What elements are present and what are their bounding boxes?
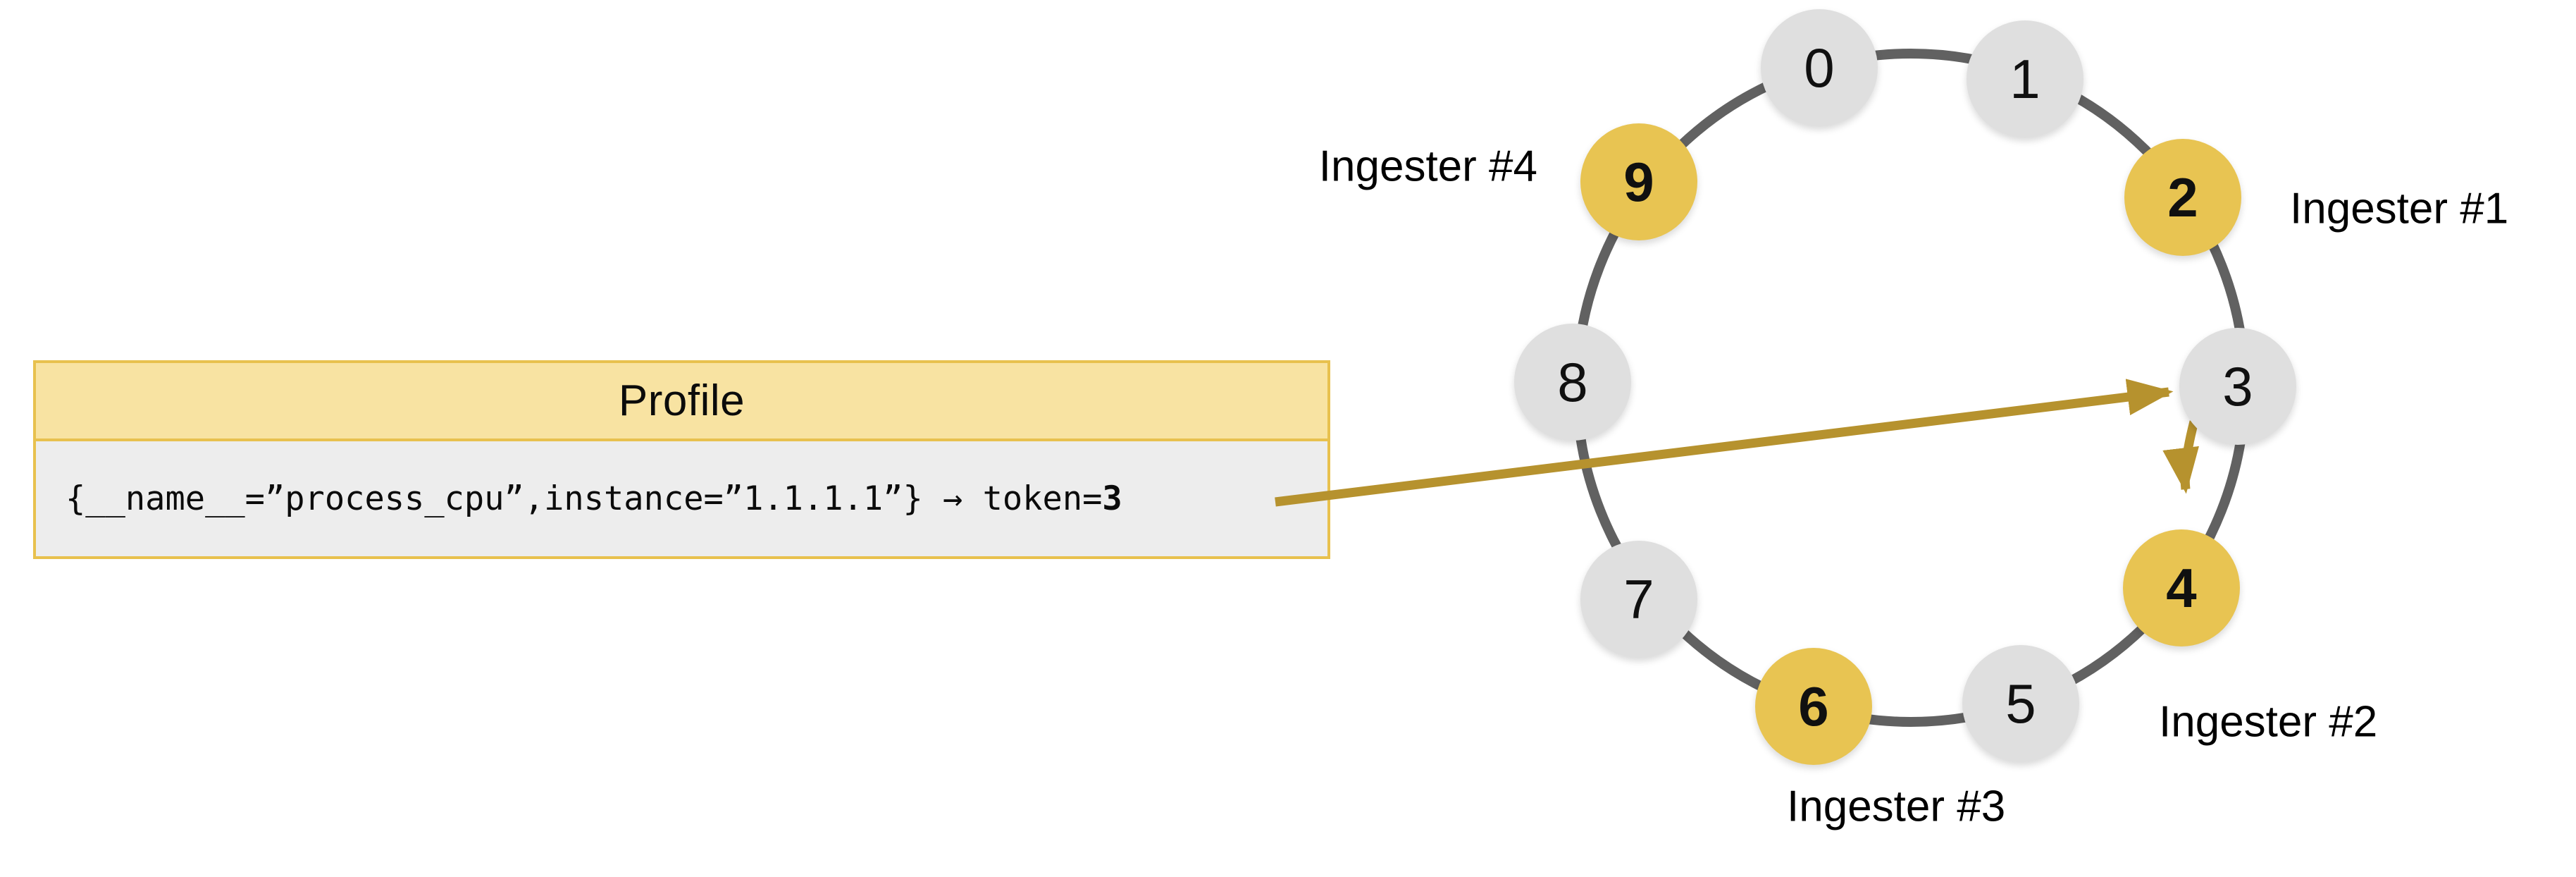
ring-token-label: 2: [2167, 166, 2198, 228]
ring-token-8: 8: [1514, 324, 1631, 441]
ring-token-0: 0: [1761, 9, 1878, 126]
ring-token-2: 2: [2124, 139, 2241, 256]
profile-series-code: {__name__=”process_cpu”,instance=”1.1.1.…: [66, 479, 1122, 518]
token-to-next-ingester-arrow: [2162, 420, 2200, 494]
ring-token-label: 7: [1623, 568, 1654, 630]
profile-box-body: {__name__=”process_cpu”,instance=”1.1.1.…: [36, 441, 1327, 556]
profile-to-token-arrow: [1275, 379, 2174, 507]
ring-token-label: 0: [1804, 36, 1835, 99]
ingester-label-4: Ingester #4: [1318, 142, 1537, 191]
ring-token-label: 8: [1557, 350, 1588, 413]
ring-token-label: 9: [1623, 150, 1654, 213]
ring-token-5: 5: [1962, 645, 2079, 762]
profile-box-header: Profile: [36, 363, 1327, 441]
ring-token-label: 4: [2166, 556, 2197, 619]
ingester-label-1: Ingester #1: [2290, 184, 2509, 233]
ring-token-1: 1: [1967, 20, 2083, 137]
ingester-label-2: Ingester #2: [2159, 697, 2378, 747]
ring-token-6: 6: [1755, 648, 1872, 765]
ring-token-9: 9: [1580, 123, 1697, 240]
ring-token-label: 6: [1798, 675, 1829, 737]
ring-token-7: 7: [1580, 541, 1697, 658]
ingester-label-3: Ingester #3: [1787, 782, 2006, 831]
profile-box-title: Profile: [618, 376, 745, 425]
ring-token-4: 4: [2123, 529, 2240, 646]
profile-series-text: {__name__=”process_cpu”,instance=”1.1.1.…: [66, 479, 1103, 518]
ring-token-label: 1: [2010, 47, 2041, 110]
ring-token-label: 3: [2222, 355, 2253, 417]
profile-token-value: 3: [1102, 479, 1122, 518]
ring-token-label: 5: [2005, 672, 2036, 735]
ring-token-3: 3: [2179, 328, 2296, 445]
profile-box: Profile {__name__=”process_cpu”,instance…: [33, 360, 1330, 559]
